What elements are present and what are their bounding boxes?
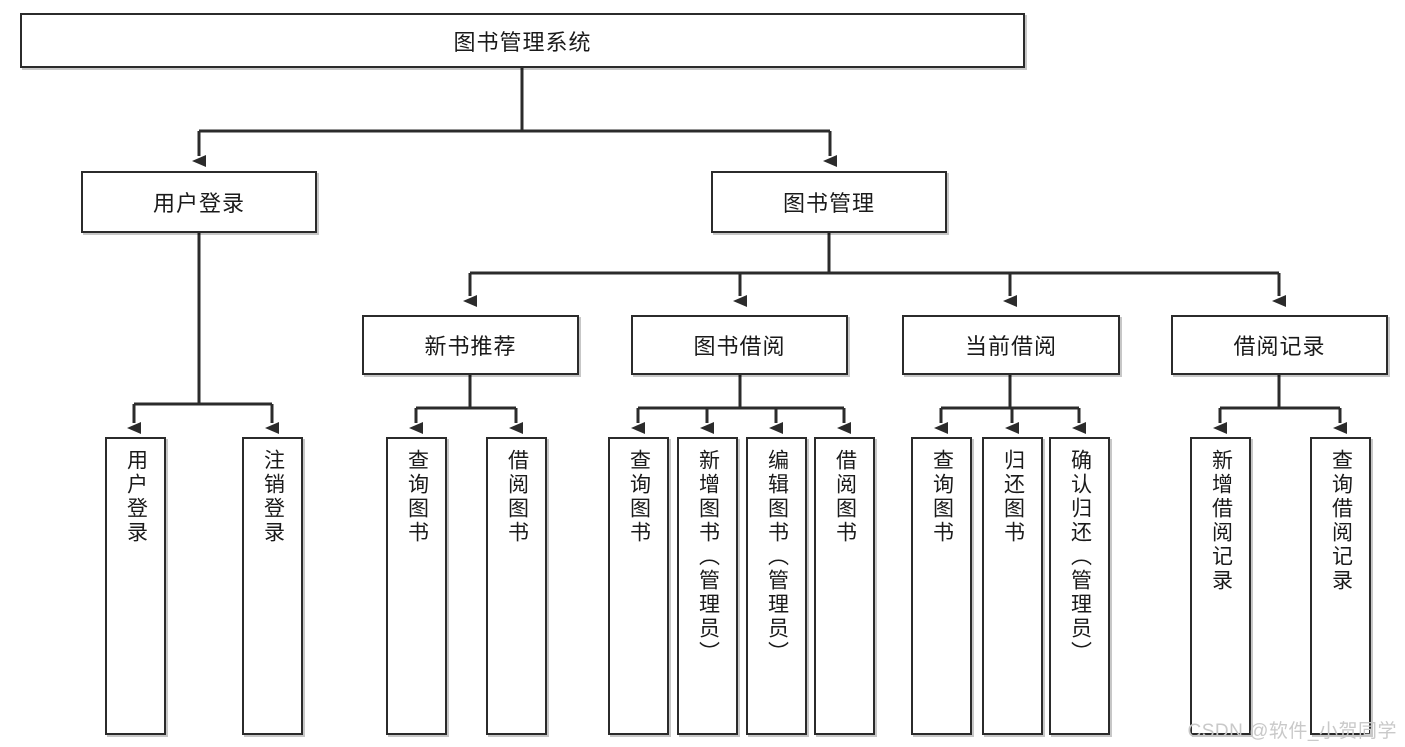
leaf-node[interactable]: 查询图书 <box>911 437 972 735</box>
leaf-node[interactable]: 查询图书 <box>608 437 669 735</box>
node-borrow-record[interactable]: 借阅记录 <box>1171 315 1388 375</box>
leaf-label: 借阅图书 <box>833 449 857 545</box>
leaf-node[interactable]: 查询借阅记录 <box>1310 437 1371 735</box>
node-book-management-label: 图书管理 <box>782 191 875 216</box>
node-user-login-label: 用户登录 <box>152 191 245 216</box>
node-user-login[interactable]: 用户登录 <box>81 171 317 233</box>
leaf-node[interactable]: 确认归还（管理员） <box>1049 437 1110 735</box>
leaf-label: 新增借阅记录 <box>1209 449 1233 593</box>
node-book-borrow[interactable]: 图书借阅 <box>631 315 848 375</box>
leaf-node[interactable]: 借阅图书 <box>814 437 875 735</box>
node-new-book-recommend[interactable]: 新书推荐 <box>362 315 579 375</box>
watermark: CSDN @软件_小贺同学 <box>1187 721 1397 742</box>
leaf-label: 查询借阅记录 <box>1329 449 1353 593</box>
node-borrow-record-label: 借阅记录 <box>1233 334 1326 359</box>
leaf-label: 查询图书 <box>405 449 429 545</box>
leaf-label: 借阅图书 <box>505 449 529 545</box>
leaf-node[interactable]: 归还图书 <box>982 437 1043 735</box>
leaf-label: 确认归还（管理员） <box>1068 449 1092 665</box>
leaf-node[interactable]: 注销登录 <box>242 437 303 735</box>
leaf-node[interactable]: 查询图书 <box>386 437 447 735</box>
leaf-label: 用户登录 <box>124 449 148 545</box>
leaf-node[interactable]: 用户登录 <box>105 437 166 735</box>
node-current-borrow[interactable]: 当前借阅 <box>902 315 1120 375</box>
leaf-node[interactable]: 新增图书（管理员） <box>677 437 738 735</box>
node-root[interactable]: 图书管理系统 <box>20 13 1025 68</box>
node-root-label: 图书管理系统 <box>453 29 592 55</box>
leaf-node[interactable]: 新增借阅记录 <box>1190 437 1251 735</box>
leaf-label: 编辑图书（管理员） <box>765 449 789 665</box>
leaf-label: 归还图书 <box>1001 449 1025 545</box>
leaf-label: 新增图书（管理员） <box>696 449 720 665</box>
leaf-node[interactable]: 借阅图书 <box>486 437 547 735</box>
leaf-label: 查询图书 <box>627 449 651 545</box>
leaf-label: 查询图书 <box>930 449 954 545</box>
node-new-book-recommend-label: 新书推荐 <box>424 334 517 359</box>
leaf-node[interactable]: 编辑图书（管理员） <box>746 437 807 735</box>
node-current-borrow-label: 当前借阅 <box>964 334 1057 359</box>
node-book-management[interactable]: 图书管理 <box>711 171 947 233</box>
node-book-borrow-label: 图书借阅 <box>693 334 786 359</box>
leaf-label: 注销登录 <box>261 449 285 545</box>
